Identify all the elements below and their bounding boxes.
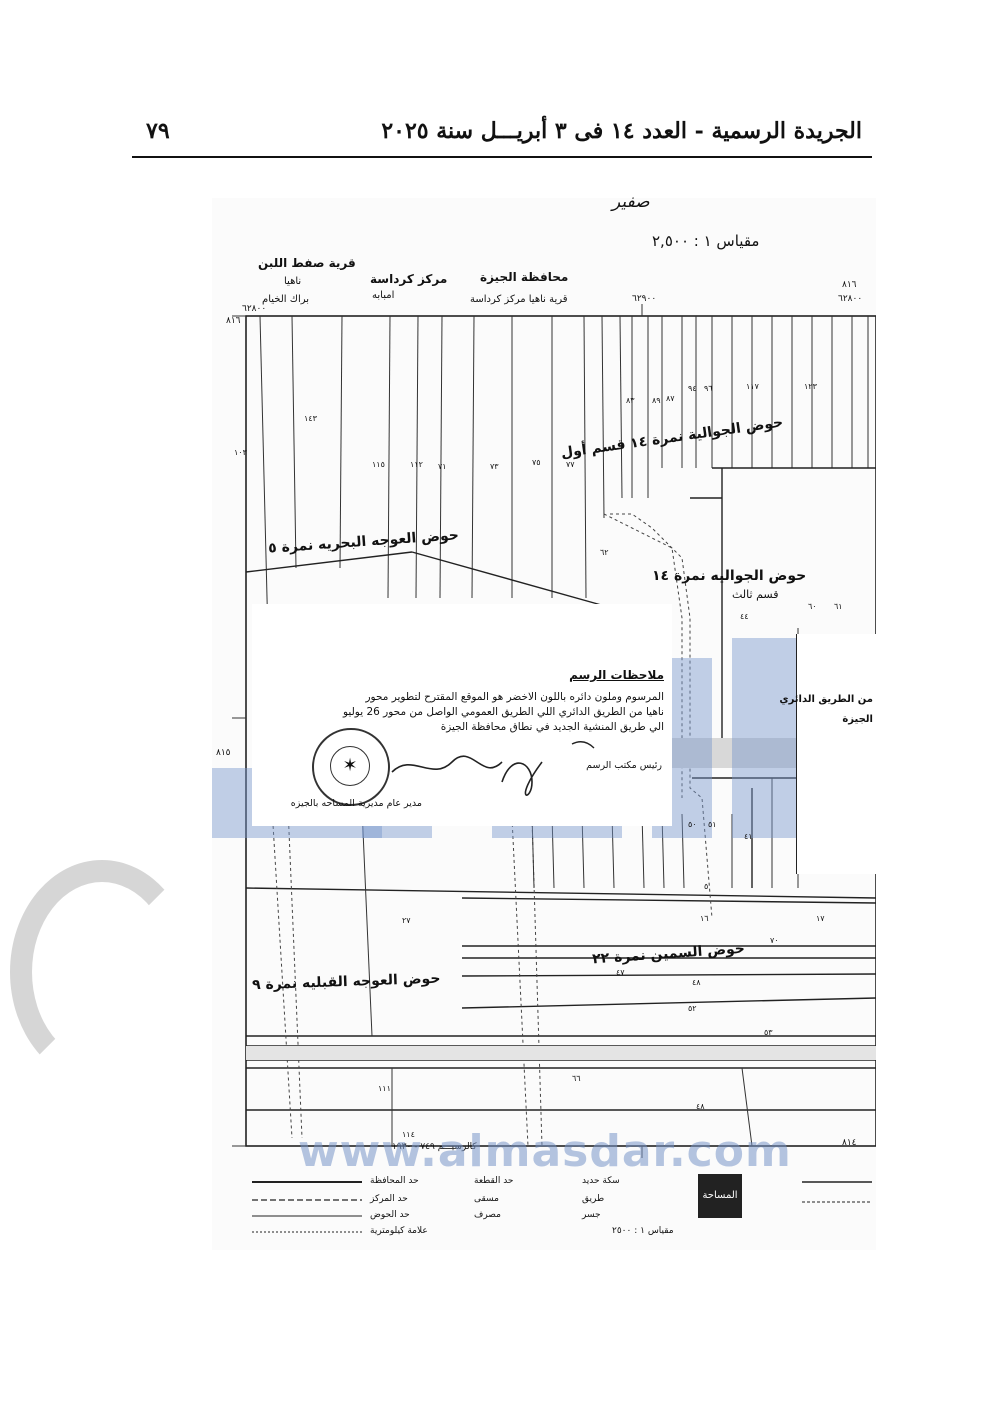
parcel-number: ١٦ bbox=[700, 914, 709, 923]
parcel-number: ٥١ bbox=[708, 820, 717, 829]
parcel-number: ٨٣ bbox=[626, 396, 635, 405]
coord-left-label: ٦٢٨٠٠ bbox=[242, 304, 267, 314]
parcel-number: ٤٤ bbox=[740, 612, 749, 621]
parcel-number: ١٢٣ bbox=[804, 382, 817, 391]
legend-lines bbox=[252, 1181, 872, 1233]
header-rule bbox=[132, 156, 872, 158]
parcel-number: ٢٧ bbox=[402, 916, 411, 925]
parcel-number: ٤٨ bbox=[692, 978, 701, 987]
legend-item: حد الحوض bbox=[370, 1210, 410, 1220]
signatures bbox=[391, 741, 595, 796]
map-notes-panel: ملاحظات الرسم المرسوم وملون دائره باللون… bbox=[252, 604, 672, 826]
map-scale: مقياس ١ : ٢,٥٠٠ bbox=[652, 232, 760, 250]
parcel-number: ٦٠ bbox=[808, 602, 817, 611]
legend-item: مصرف bbox=[474, 1210, 501, 1220]
notes-line: الي طريق المنشية الجديد في نطاق محافظة ا… bbox=[440, 721, 664, 733]
grid-label-814: ٨١٤ bbox=[842, 1138, 857, 1148]
signature-title-head: رئيس مكتب الرسم bbox=[586, 760, 662, 771]
notes-body: المرسوم وملون دائره باللون الاخضر هو الم… bbox=[334, 690, 664, 735]
survey-logo: المساحة bbox=[698, 1174, 742, 1218]
legend-item: حد المركز bbox=[370, 1194, 408, 1204]
coord-right-sub-label: ٦٢٨٠٠ bbox=[838, 294, 863, 304]
parcel-number: ٥ bbox=[704, 882, 709, 891]
handwritten-note: صفير bbox=[612, 192, 650, 212]
coord-mid-label: ٦٢٩٠٠ bbox=[632, 294, 657, 304]
legend-item: سكة حديد bbox=[582, 1176, 620, 1186]
notes-title: ملاحظات الرسم bbox=[569, 668, 664, 682]
village-label: قرية صفط اللبن bbox=[258, 256, 356, 270]
parcel-number: ٦٢ bbox=[600, 548, 609, 557]
eagle-icon: ✶ bbox=[330, 746, 370, 786]
notes-line: المرسوم وملون دائره باللون الاخضر هو الم… bbox=[365, 691, 664, 703]
parcel-number: ٦٦ bbox=[572, 1074, 581, 1083]
parcel-number: ٧٥ bbox=[532, 458, 541, 467]
legend-scale: مقياس ١ : ٢٥٠٠ bbox=[612, 1226, 674, 1236]
grid-label-815: ٨١٥ bbox=[216, 748, 231, 758]
parcel-number: ٤٨ bbox=[696, 1102, 705, 1111]
signature-title-director: مدير عام مديرية المساحه بالجيزه bbox=[290, 798, 422, 809]
parcel-number: ٤٧ bbox=[616, 968, 625, 977]
grid-label-816: ٨١٦ bbox=[226, 316, 241, 326]
parcel-number: ١٧ bbox=[816, 914, 825, 923]
parcel-number: ٨٧ bbox=[666, 394, 675, 403]
basin-label-3-sub: قسم ثالث bbox=[732, 588, 779, 601]
markaz-label: مركز كرداسة bbox=[370, 272, 448, 286]
parcel-number: ٩٦ bbox=[704, 384, 713, 393]
parcel-number: ١١١ bbox=[378, 1084, 391, 1093]
legend-item: مسقى bbox=[474, 1194, 499, 1204]
village-left-sub-label: براك الخيام bbox=[262, 294, 310, 305]
basin-label-3: حوض الجواليه نمرة ١٤ bbox=[652, 568, 807, 584]
notes-line: ناهيا من الطريق الدائري اللي الطريق العم… bbox=[342, 706, 664, 718]
road-label-line-2: الجيزة bbox=[842, 714, 873, 725]
markaz-sub-label: امبابه bbox=[372, 290, 395, 301]
cadastral-map: صفير مقياس ١ : ٢,٥٠٠ محافظة الجيزة مركز … bbox=[212, 192, 877, 1250]
parcel-number: ٧١ bbox=[438, 462, 447, 471]
parcel-number: ٧٧ bbox=[566, 460, 575, 469]
legend-item: حد المحافظة bbox=[370, 1176, 419, 1186]
village-sub-2-label: قرية ناهيا مركز كرداسة bbox=[470, 294, 568, 305]
parcel-number: ٨٩ bbox=[652, 396, 661, 405]
official-seal: ✶ bbox=[312, 728, 390, 806]
parcel-number: ١١٥ bbox=[372, 460, 385, 469]
map-reference: كالرسيـــم ٧٤٩ - ١٩٣٠ bbox=[392, 1142, 477, 1152]
watermark-arc bbox=[10, 860, 194, 1084]
coord-right-label: ٨١٦ bbox=[842, 280, 857, 290]
legend-item: طريق bbox=[582, 1194, 605, 1204]
journal-title: الجريدة الرسمية - العدد ١٤ فى ٣ أبريـــل… bbox=[381, 118, 862, 144]
road-label-box: من الطريق الدائري الجيزة bbox=[779, 634, 877, 874]
village-sub-label: ناهيا bbox=[284, 276, 302, 287]
road-label-line-1: من الطريق الدائري bbox=[779, 694, 873, 705]
map-legend: حد المحافظة حد المركز حد الحوض علامة كيل… bbox=[212, 1166, 876, 1250]
page-number: ٧٩ bbox=[146, 118, 170, 144]
parcel-number: ٦١ bbox=[834, 602, 843, 611]
watermark-url: www.almasdar.com bbox=[298, 1126, 792, 1177]
parcel-number: ١٠٣ bbox=[234, 448, 247, 457]
parcel-number: ٥٢ bbox=[688, 1004, 697, 1013]
legend-item: حد القطعة bbox=[474, 1176, 514, 1186]
parcel-number: ٧٣ bbox=[490, 462, 499, 471]
parcel-number: ١١٢ bbox=[410, 460, 423, 469]
page-header: الجريدة الرسمية - العدد ١٤ فى ٣ أبريـــل… bbox=[132, 112, 872, 152]
legend-item: جسر bbox=[582, 1210, 601, 1220]
parcel-number: ٩٤ bbox=[688, 384, 697, 393]
parcel-number: ١٤٣ bbox=[304, 414, 317, 423]
parcel-number: ٥٣ bbox=[764, 1028, 773, 1037]
parcel-number: ٤١ bbox=[744, 832, 753, 841]
parcel-number: ٥٠ bbox=[688, 820, 697, 829]
parcel-number: ١١٤ bbox=[402, 1130, 415, 1139]
governorate-label: محافظة الجيزة bbox=[480, 270, 569, 284]
legend-item: علامة كيلومترية bbox=[370, 1226, 428, 1236]
parcel-number: ١١٧ bbox=[746, 382, 759, 391]
parcel-number: ٧٠ bbox=[770, 936, 779, 945]
